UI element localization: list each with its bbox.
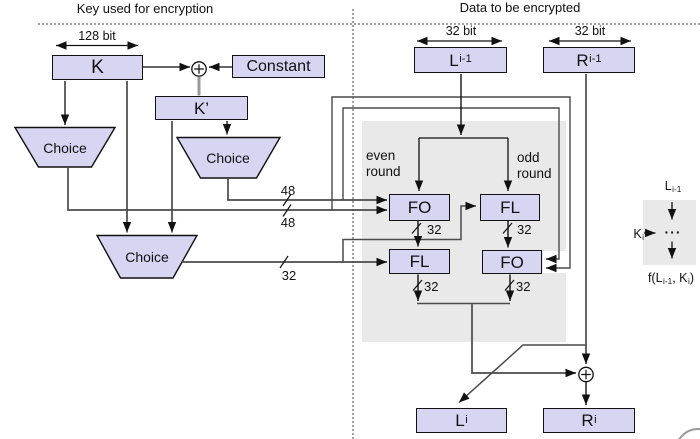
even-round-line2: round	[366, 164, 401, 179]
choice-selector-2	[175, 136, 282, 179]
fl-odd-label: FL	[500, 198, 520, 217]
constant-label: Constant	[246, 57, 311, 75]
fo-even-label: FO	[407, 198, 432, 217]
bus-label-48-bottom: 48	[280, 215, 296, 230]
key-register-box: K	[52, 55, 143, 80]
constant-box: Constant	[232, 55, 325, 78]
odd-round-line1: odd	[517, 150, 540, 165]
l-out-main: L	[455, 411, 465, 430]
l-prev-main: L	[449, 50, 459, 70]
derived-key-label: K’	[193, 98, 210, 118]
l-out-sub: i	[465, 413, 468, 426]
choice1-label: Choice	[43, 140, 87, 156]
fl-box-odd: FL	[480, 194, 540, 221]
l-prev-sub: i-1	[459, 53, 472, 66]
mini-input-main: L	[664, 179, 672, 193]
fo-box-odd: FO	[482, 250, 542, 274]
bus-width-ticks	[279, 193, 515, 291]
derived-key-box: K’	[155, 96, 248, 120]
odd-round-label: odd round	[517, 150, 552, 182]
bus-label-32-fo-odd: 32	[516, 279, 531, 294]
bus-label-32-fo-even: 32	[427, 222, 442, 237]
bus-label-48-top: 48	[280, 183, 296, 198]
mini-result-label: f(Li-1, Ki)	[638, 271, 700, 287]
corner-arc	[678, 428, 700, 439]
rprev-crossover-to-li	[458, 344, 586, 404]
fl-even-label: FL	[409, 252, 430, 271]
r-prev-main: R	[576, 50, 589, 70]
mini-input-sub: i-1	[672, 185, 682, 195]
key-bus-48-upper	[227, 178, 387, 205]
mini-key-label: Ki	[624, 227, 644, 243]
fo-odd-label: FO	[500, 252, 524, 272]
r-prev-sub: i-1	[589, 53, 602, 66]
key-wrap-inner	[342, 107, 560, 264]
mini-key-sub: i	[642, 233, 644, 243]
mini-f-s1: i-1	[663, 277, 673, 287]
bit-width-label-128: 128 bit	[78, 29, 116, 43]
mini-dots: ···	[664, 224, 682, 240]
choice-selector-1	[13, 126, 117, 168]
odd-round-line2: round	[517, 166, 552, 181]
mini-f-s2: i	[688, 277, 690, 287]
mini-input-label: Li-1	[645, 179, 700, 195]
bit-width-label-l: 32 bit	[445, 24, 477, 38]
r-out-main: R	[581, 411, 594, 430]
section-header-key: Key used for encryption	[76, 1, 214, 16]
fo-box-even: FO	[389, 194, 450, 221]
key-wrap-outer	[331, 96, 571, 273]
mini-f-p1: f(L	[647, 271, 663, 285]
panel-notch	[543, 251, 566, 273]
key-register-label: K	[91, 57, 104, 78]
round-output-to-xor	[471, 303, 576, 378]
key-bus-32-branch	[342, 201, 476, 262]
mini-key-main: K	[633, 227, 642, 241]
bus-label-32-fl-even: 32	[424, 279, 439, 294]
choice3-label: Choice	[125, 249, 169, 265]
fl-box-even: FL	[389, 249, 450, 274]
round-function-panel	[362, 121, 566, 342]
bus-label-32-fl-odd: 32	[517, 222, 532, 237]
mini-f-p3: )	[689, 271, 695, 285]
r-out-sub: i	[594, 413, 597, 426]
key-bus-48-lower	[67, 167, 387, 215]
choice-selector-3	[95, 234, 199, 279]
choice2-label: Choice	[206, 150, 250, 166]
bit-width-label-r: 32 bit	[574, 24, 606, 38]
even-round-line1: even	[366, 148, 396, 163]
mini-f-p2: , K	[672, 271, 688, 285]
section-header-data: Data to be encrypted	[459, 0, 581, 15]
xor-plus-key	[194, 64, 204, 74]
xor-plus-data	[581, 369, 591, 380]
even-round-label: even round	[366, 148, 401, 180]
bus-label-32-key: 32	[281, 268, 297, 283]
